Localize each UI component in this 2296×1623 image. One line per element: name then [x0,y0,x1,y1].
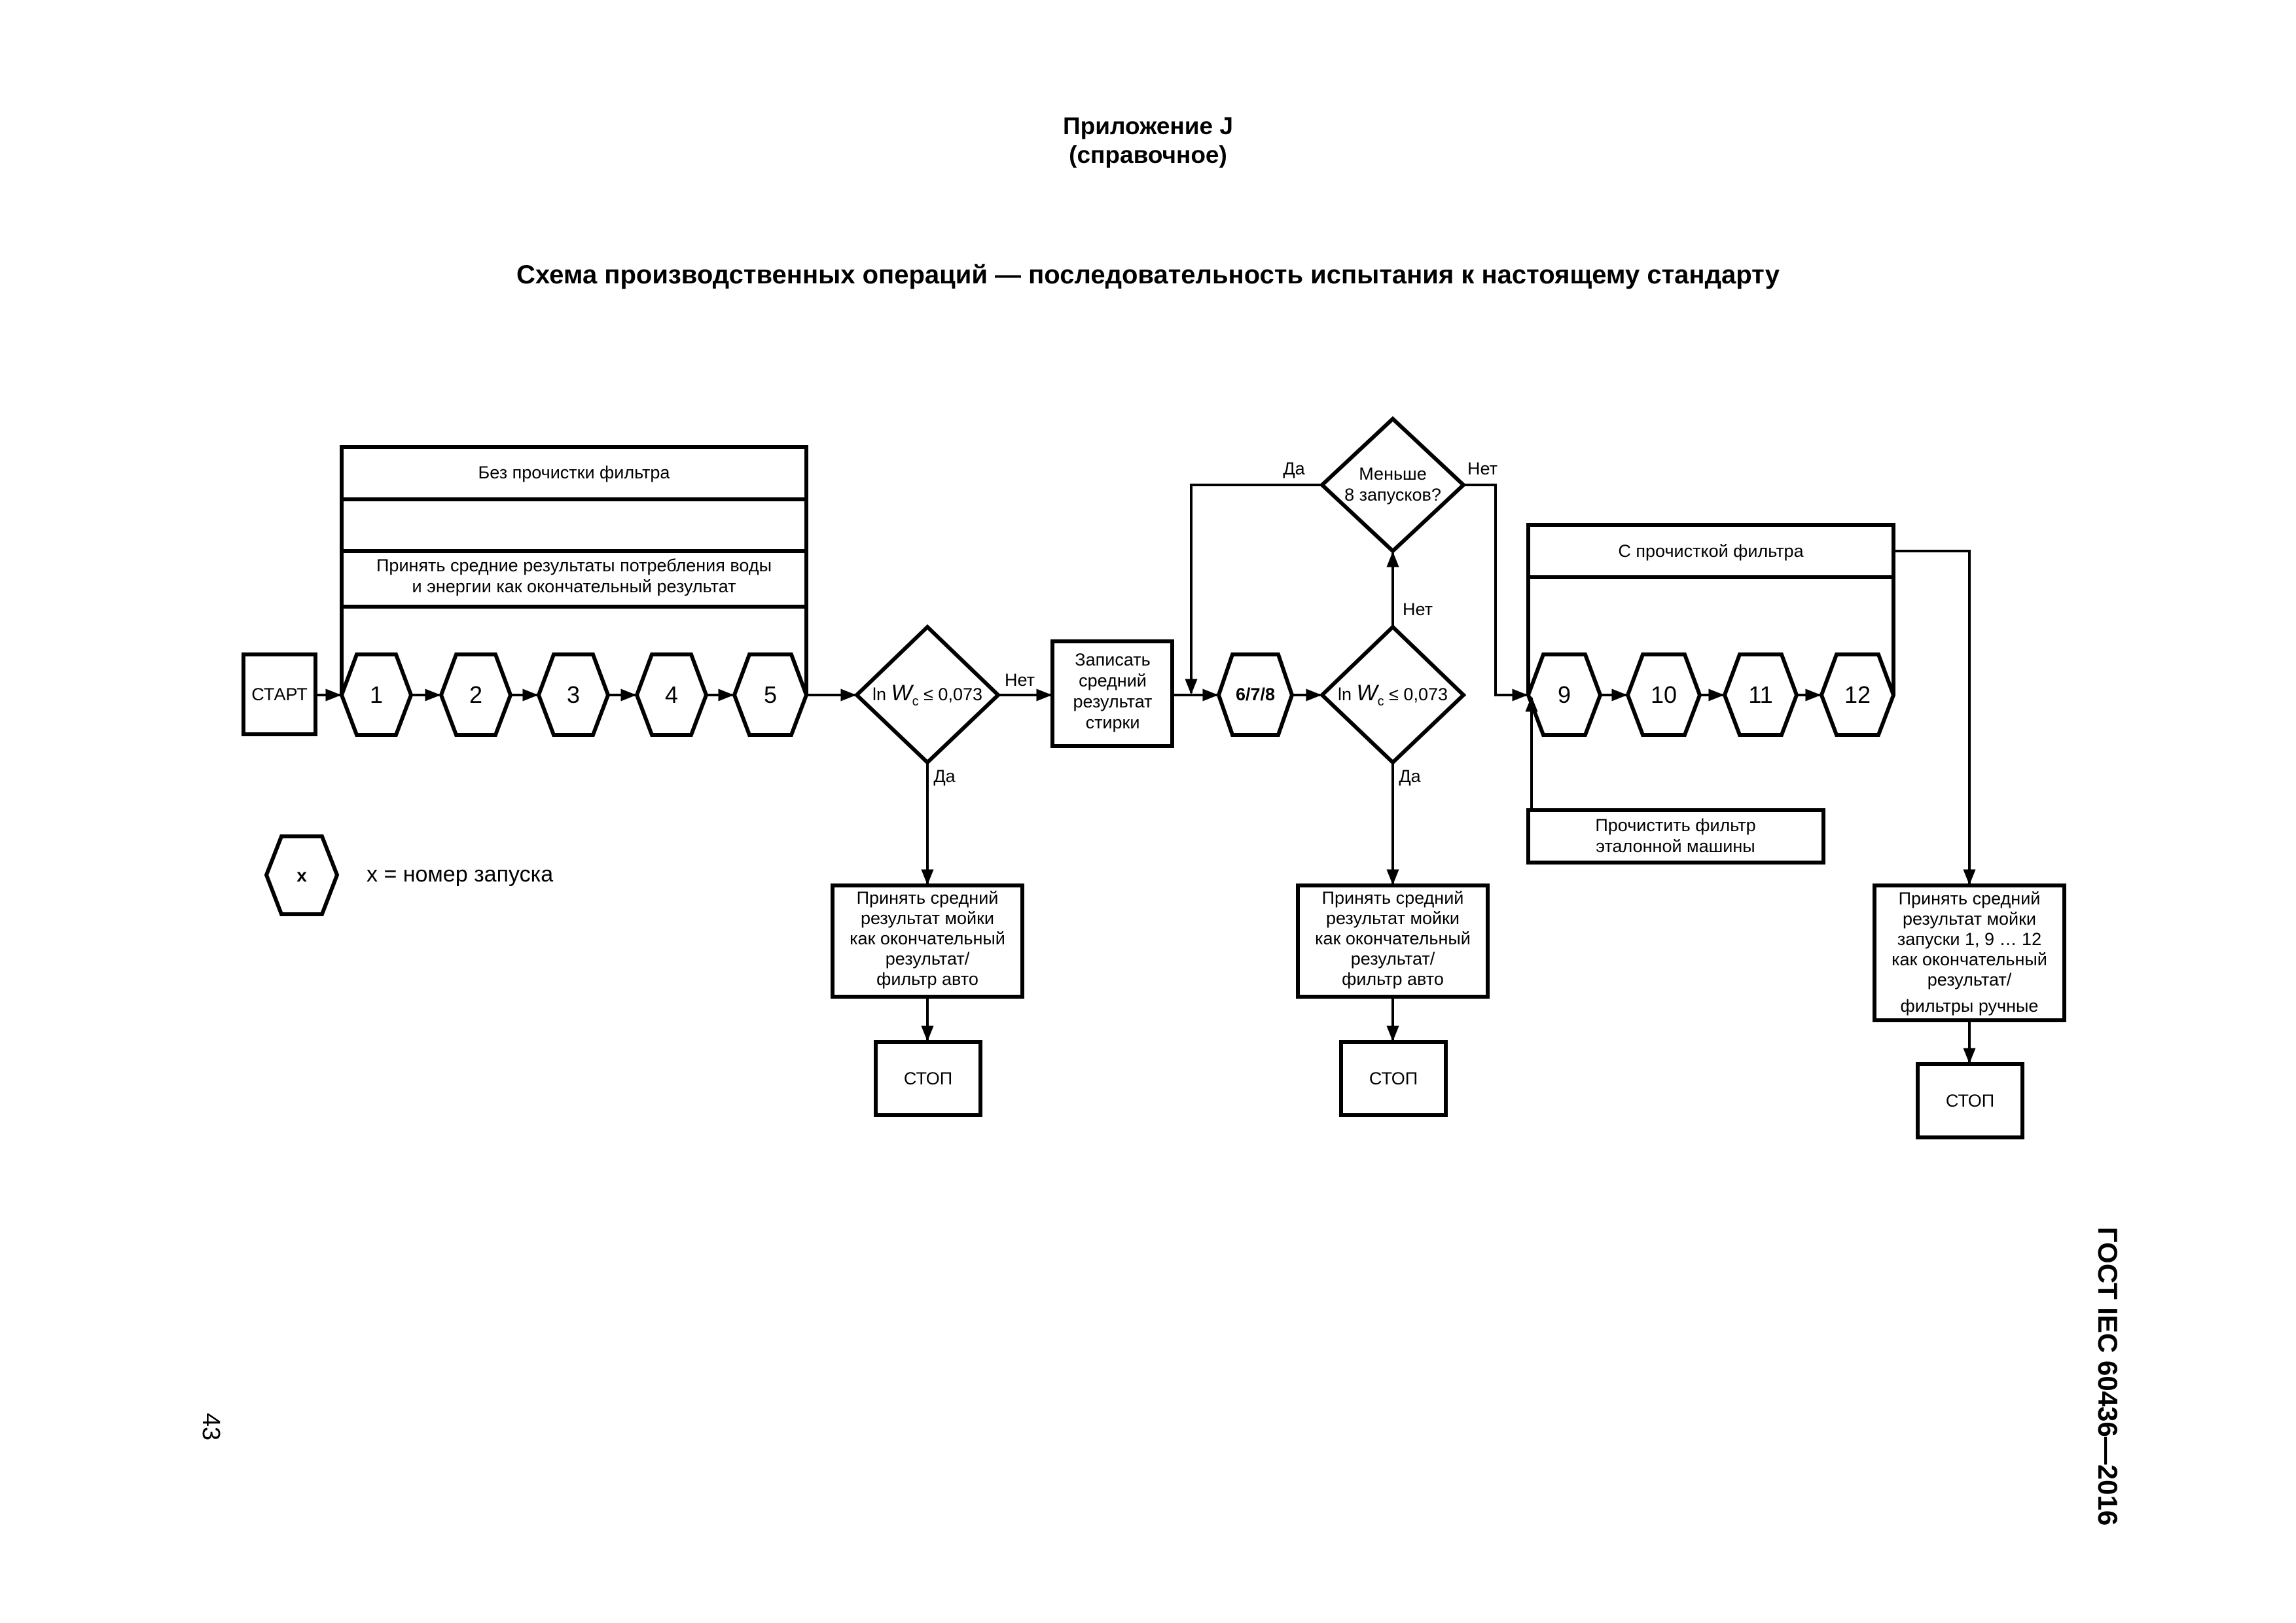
annex-type: (справочное) [1069,141,1227,168]
accept-auto-1-line-4: результат/ [886,949,970,969]
legend-text: x = номер запуска [367,862,553,887]
page-number: 43 [197,1412,224,1441]
clean-filter-line-1: Прочистить фильтр [1595,815,1755,835]
stop-box-1 [874,1040,982,1117]
clean-filter-line-2: эталонной машины [1596,836,1755,856]
run-label-9: 9 [1558,681,1571,708]
accept-auto-2-line-2: результат мойки [1326,908,1460,928]
diagram-title: Схема производственных операций — послед… [516,260,1780,289]
run-label-1: 1 [370,681,383,708]
no-filter-title: Без прочистки фильтра [478,463,671,482]
decision-2-condition: ln Wc ≤ 0,073 [1338,681,1448,709]
no-filter-text-line-2: и энергии как окончательный результат [412,577,736,596]
legend-symbol: x [296,865,307,885]
accept-manual-line-5: результат/ [1928,970,2012,990]
start-label: СТАРТ [251,685,308,704]
clean-filter-box [1526,808,1825,865]
decision-1-condition: ln Wc ≤ 0,073 [872,681,982,709]
decision-2-no-label: Нет [1403,599,1433,619]
run-label-678: 6/7/8 [1236,685,1275,704]
run-label-2: 2 [469,681,482,708]
run-hex-12 [1819,652,1896,737]
decision-3-no-label: Нет [1467,459,1498,478]
accept-manual-line-4: как окончательный [1892,950,2047,969]
accept-manual-line-6: фильтры ручные [1901,996,2039,1016]
with-filter-title: С прочисткой фильтра [1618,541,1804,561]
accept-auto-2-line-3: как окончательный [1315,929,1471,948]
accept-manual-line-1: Принять средний [1899,889,2041,908]
stop-box-3 [1916,1062,2024,1139]
accept-auto-1-line-3: как окончательный [850,929,1005,948]
accept-auto-1-line-2: результат мойки [861,908,994,928]
stop-label-1: СТОП [904,1069,952,1088]
record-line-3: результат [1073,692,1153,711]
run-label-5: 5 [764,681,777,708]
run-label-10: 10 [1651,681,1677,708]
run-label-3: 3 [567,681,580,708]
run-label-12: 12 [1844,681,1871,708]
decision-1-no-label: Нет [1005,670,1035,690]
no-filter-cleaning-box [340,445,808,609]
decision-2-yes-label: Да [1399,766,1421,786]
legend-hex [264,834,340,916]
accept-auto-2-line-4: результат/ [1351,949,1435,969]
stop-label-3: СТОП [1946,1091,1994,1111]
decision-3-yes-label: Да [1283,459,1305,478]
accept-auto-1-line-5: фильтр авто [876,969,978,989]
stop-label-2: СТОП [1369,1069,1418,1088]
run-label-11: 11 [1748,681,1772,708]
decision-3-diamond [1319,416,1467,554]
no-filter-text-line-1: Принять средние результаты потребления в… [376,556,772,575]
accept-auto-2-line-1: Принять средний [1322,888,1464,908]
standard-designation: ГОСТ IEC 60436—2016 [2092,1226,2123,1526]
record-line-1: Записать [1075,650,1150,669]
decision-1-yes-label: Да [933,766,956,786]
accept-auto-2-line-5: фильтр авто [1342,969,1444,989]
decision-3-line-2: 8 запусков? [1344,485,1441,505]
stop-box-2 [1339,1040,1448,1117]
record-line-4: стирки [1086,713,1140,732]
annex-heading: Приложение J [1063,113,1233,139]
accept-manual-line-2: результат мойки [1903,909,2036,929]
accept-auto-1-line-1: Принять средний [857,888,999,908]
run-label-4: 4 [665,681,678,708]
decision-3-line-1: Меньше [1359,464,1426,484]
accept-manual-line-3: запуски 1, 9 … 12 [1897,929,2041,949]
record-line-2: средний [1079,671,1147,690]
